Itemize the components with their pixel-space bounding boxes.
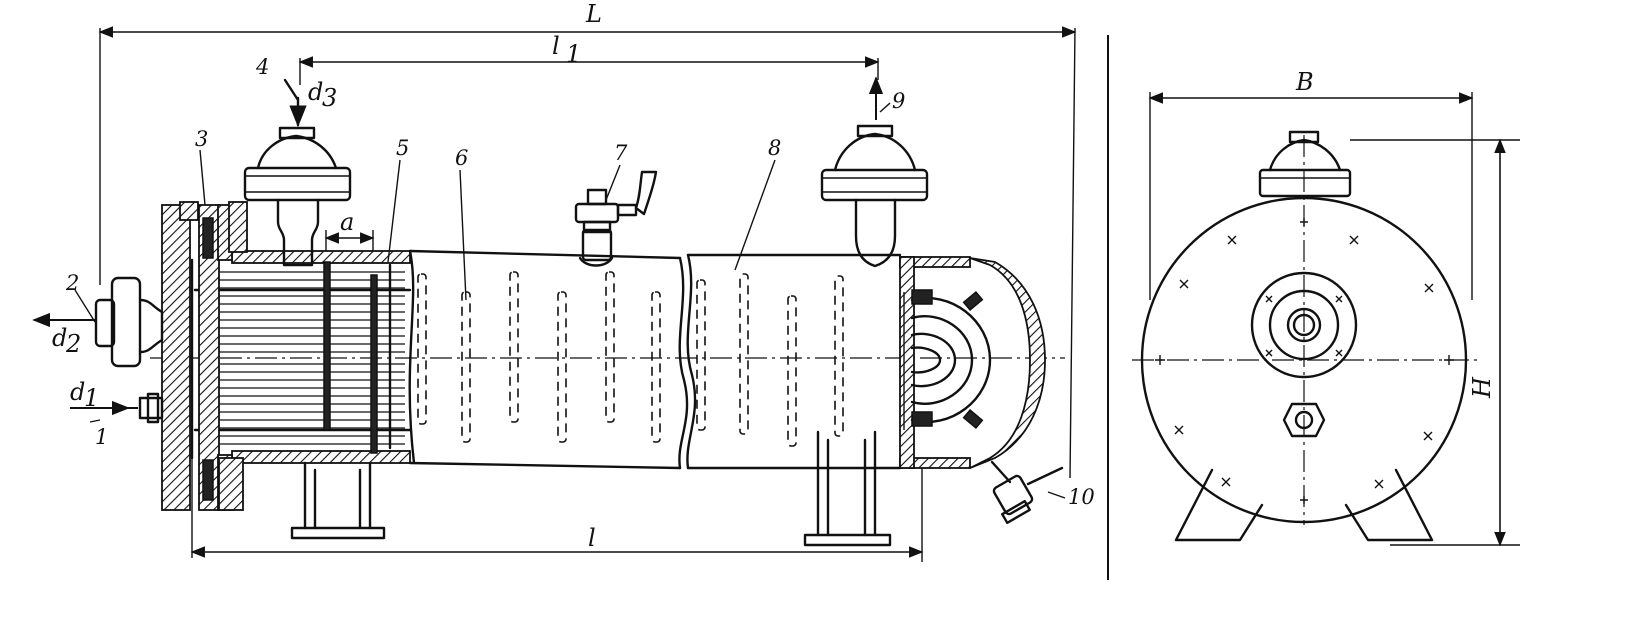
dimension-B: [1148, 92, 1474, 300]
label-l1: l: [552, 32, 560, 60]
vent-valve-7: [574, 170, 658, 267]
label-d1: d: [70, 378, 85, 406]
label-H: H: [1468, 376, 1496, 399]
callout-10: 10: [1068, 485, 1095, 509]
label-d2-sub: 2: [65, 330, 81, 358]
label-d3: d: [308, 78, 323, 106]
callout-9: 9: [892, 89, 905, 113]
callout-8: 8: [768, 136, 781, 160]
callout-7: 7: [614, 141, 628, 165]
side-view-shell: [1132, 130, 1482, 542]
saddle-supports: [290, 430, 892, 547]
label-a: a: [340, 208, 354, 236]
outlet-nozzle-2: [32, 276, 164, 368]
dimension-l1: [298, 56, 880, 85]
inlet-nozzle-4: [243, 78, 352, 267]
tube-sheet-flanges: [161, 201, 248, 511]
callout-1: 1: [95, 425, 108, 449]
label-l: l: [588, 524, 596, 552]
callout-5: 5: [396, 136, 409, 160]
drain-valve-10: [990, 460, 1064, 525]
hidden-baffles: [417, 271, 844, 447]
callout-2: 2: [65, 271, 79, 295]
label-l1-sub: 1: [566, 40, 581, 68]
outlet-nozzle-9: [820, 76, 929, 268]
label-L: L: [585, 0, 602, 28]
label-d1-sub: 1: [84, 384, 99, 412]
callout-3: 3: [195, 127, 208, 151]
return-cover: [899, 256, 1046, 469]
callout-6: 6: [455, 146, 468, 170]
label-B: B: [1295, 68, 1314, 96]
dimension-L: [98, 26, 1077, 479]
baffles: [323, 261, 392, 454]
label-d2: d: [52, 324, 67, 352]
inlet-fitting-1: [70, 392, 164, 424]
callout-4: 4: [255, 55, 269, 79]
dimension-l: [190, 455, 924, 562]
leader-lines: [74, 102, 1066, 499]
label-d3-sub: 3: [322, 84, 337, 112]
dimension-H: [1350, 138, 1520, 547]
